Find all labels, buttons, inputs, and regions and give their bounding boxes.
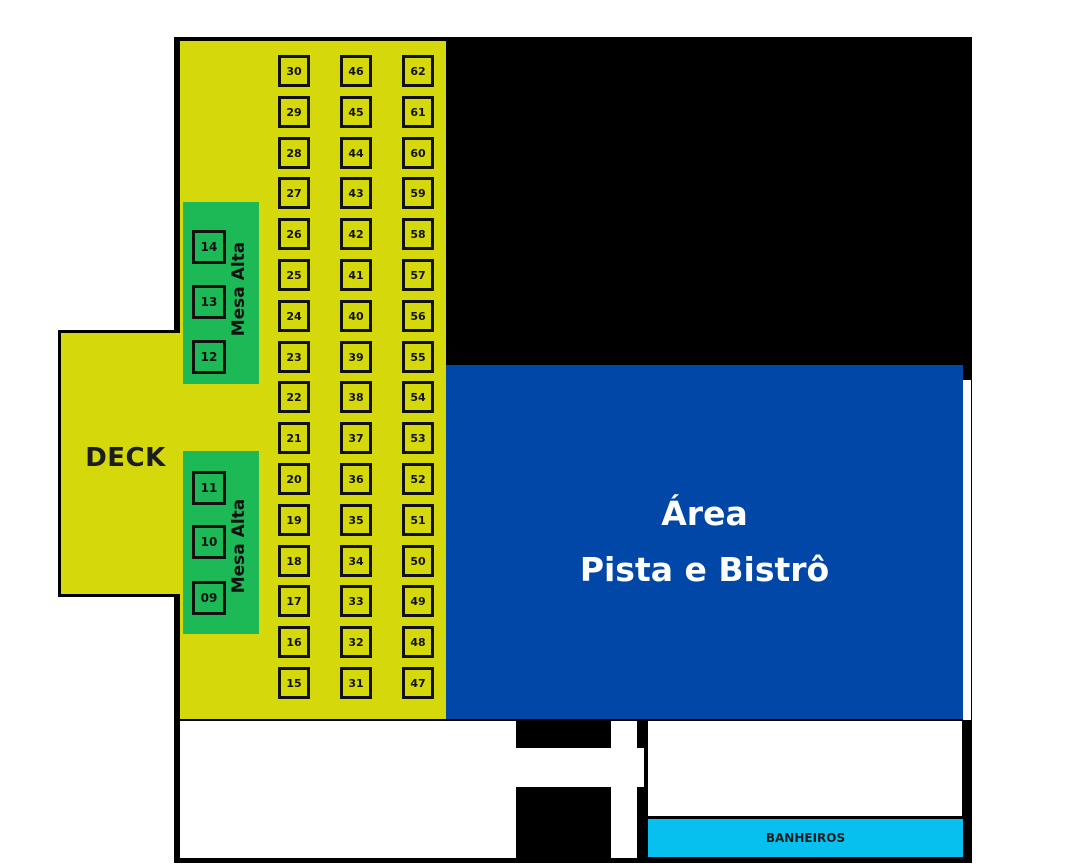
table-57[interactable]: 57: [402, 259, 434, 291]
table-62[interactable]: 62: [402, 55, 434, 87]
table-60[interactable]: 60: [402, 137, 434, 169]
table-28[interactable]: 28: [278, 137, 310, 169]
table-55[interactable]: 55: [402, 341, 434, 373]
table-29[interactable]: 29: [278, 96, 310, 128]
table-18[interactable]: 18: [278, 545, 310, 577]
entrance-gap: [611, 721, 637, 858]
table-44[interactable]: 44: [340, 137, 372, 169]
table-17[interactable]: 17: [278, 585, 310, 617]
table-23[interactable]: 23: [278, 341, 310, 373]
high-table-11[interactable]: 11: [192, 471, 226, 505]
high-tables-label: Mesa Alta: [229, 242, 249, 337]
table-39[interactable]: 39: [340, 341, 372, 373]
table-52[interactable]: 52: [402, 463, 434, 495]
deck-label: DECK: [85, 442, 166, 473]
table-40[interactable]: 40: [340, 300, 372, 332]
deck-area[interactable]: DECK: [58, 330, 180, 597]
table-25[interactable]: 25: [278, 259, 310, 291]
table-21[interactable]: 21: [278, 422, 310, 454]
bottom-left-room: [180, 721, 516, 858]
restrooms-label: BANHEIROS: [765, 831, 846, 845]
table-36[interactable]: 36: [340, 463, 372, 495]
high-table-13[interactable]: 13: [192, 285, 226, 319]
table-56[interactable]: 56: [402, 300, 434, 332]
right-wall-gap: [963, 380, 971, 720]
table-32[interactable]: 32: [340, 626, 372, 658]
table-27[interactable]: 27: [278, 177, 310, 209]
table-53[interactable]: 53: [402, 422, 434, 454]
bottom-right-room: [648, 721, 962, 816]
table-61[interactable]: 61: [402, 96, 434, 128]
table-16[interactable]: 16: [278, 626, 310, 658]
area-subtitle: Pista e Bistrô: [579, 550, 830, 589]
table-59[interactable]: 59: [402, 177, 434, 209]
high-table-14[interactable]: 14: [192, 230, 226, 264]
table-47[interactable]: 47: [402, 667, 434, 699]
table-34[interactable]: 34: [340, 545, 372, 577]
restrooms[interactable]: BANHEIROS: [646, 817, 965, 859]
table-41[interactable]: 41: [340, 259, 372, 291]
high-table-10[interactable]: 10: [192, 525, 226, 559]
table-20[interactable]: 20: [278, 463, 310, 495]
table-58[interactable]: 58: [402, 218, 434, 250]
high-tables-label: Mesa Alta: [229, 498, 249, 594]
table-22[interactable]: 22: [278, 381, 310, 413]
table-43[interactable]: 43: [340, 177, 372, 209]
table-38[interactable]: 38: [340, 381, 372, 413]
table-19[interactable]: 19: [278, 504, 310, 536]
table-30[interactable]: 30: [278, 55, 310, 87]
table-33[interactable]: 33: [340, 585, 372, 617]
table-15[interactable]: 15: [278, 667, 310, 699]
table-24[interactable]: 24: [278, 300, 310, 332]
table-37[interactable]: 37: [340, 422, 372, 454]
table-31[interactable]: 31: [340, 667, 372, 699]
dance-floor-bistro-area[interactable]: Área Pista e Bistrô: [446, 365, 963, 719]
high-table-09[interactable]: 09: [192, 581, 226, 615]
table-49[interactable]: 49: [402, 585, 434, 617]
area-title: Área: [661, 494, 748, 533]
table-35[interactable]: 35: [340, 504, 372, 536]
table-42[interactable]: 42: [340, 218, 372, 250]
table-50[interactable]: 50: [402, 545, 434, 577]
table-48[interactable]: 48: [402, 626, 434, 658]
table-45[interactable]: 45: [340, 96, 372, 128]
table-46[interactable]: 46: [340, 55, 372, 87]
table-26[interactable]: 26: [278, 218, 310, 250]
high-table-12[interactable]: 12: [192, 340, 226, 374]
table-51[interactable]: 51: [402, 504, 434, 536]
table-54[interactable]: 54: [402, 381, 434, 413]
high-tables-zone-bottom: Mesa Alta: [183, 451, 259, 634]
